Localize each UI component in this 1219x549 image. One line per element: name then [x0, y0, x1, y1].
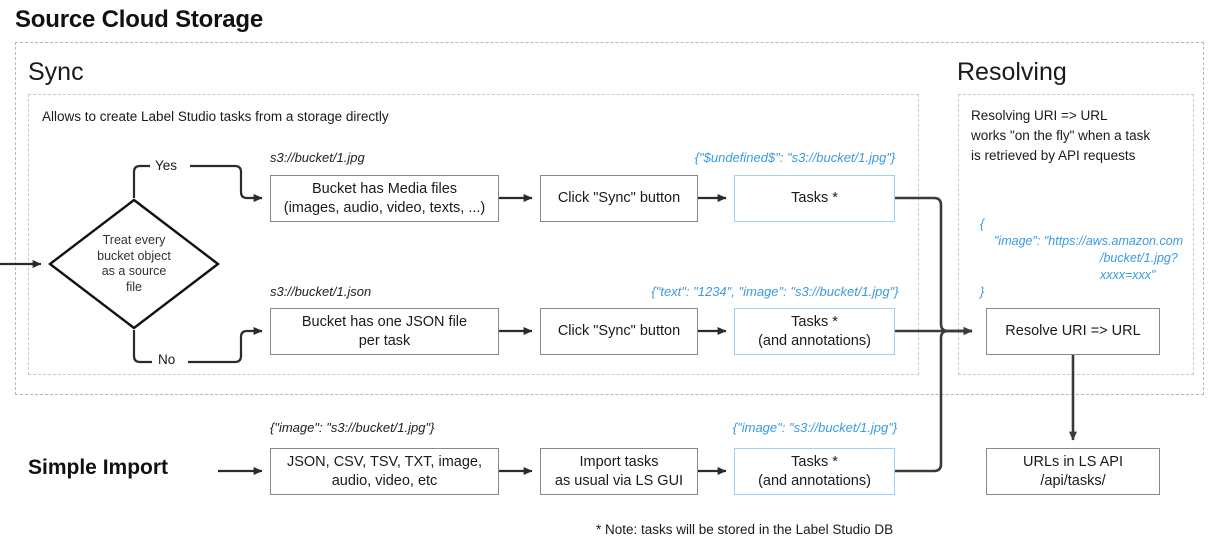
resolving-json-close: }: [980, 285, 985, 299]
node-click-sync-bottom[interactable]: Click "Sync" button: [540, 308, 698, 355]
node-tasks-bottom[interactable]: Tasks * (and annotations): [734, 448, 895, 495]
decision-line1: Treat every: [102, 233, 166, 247]
node-bucket-json-per-task-line2: per task: [358, 332, 411, 349]
node-import-tasks-line2: as usual via LS GUI: [554, 472, 684, 489]
caption-s3-json: s3://bucket/1.json: [270, 284, 372, 299]
node-bucket-media-files-line1: Bucket has Media files: [311, 180, 458, 197]
node-bucket-json-per-task-line1: Bucket has one JSON file: [301, 313, 468, 330]
node-import-formats[interactable]: JSON, CSV, TSV, TXT, image, audio, video…: [270, 448, 499, 495]
node-import-tasks-line1: Import tasks: [579, 453, 659, 470]
node-import-formats-line2: audio, video, etc: [331, 472, 438, 489]
caption-tasks-top-json: {"$undefined$": "s3://bucket/1.jpg"}: [694, 150, 896, 165]
decision-diamond-text: Treat every bucket object as a source fi…: [48, 198, 220, 330]
node-bucket-media-files-line2: (images, audio, video, texts, ...): [283, 199, 486, 216]
resolving-section-title: Resolving: [957, 58, 1067, 86]
node-bucket-json-per-task[interactable]: Bucket has one JSON file per task: [270, 308, 499, 355]
caption-tasks-middle-json: {"text": "1234", "image": "s3://bucket/1…: [651, 284, 899, 299]
resolving-description: Resolving URI => URL works "on the fly" …: [971, 106, 1191, 166]
node-import-tasks[interactable]: Import tasks as usual via LS GUI: [540, 448, 698, 495]
node-urls-in-ls-api-line1: URLs in LS API: [1023, 453, 1123, 470]
node-bucket-media-files[interactable]: Bucket has Media files (images, audio, v…: [270, 175, 499, 222]
decision-diamond: Treat every bucket object as a source fi…: [48, 198, 220, 330]
node-click-sync-top[interactable]: Click "Sync" button: [540, 175, 698, 222]
sync-description: Allows to create Label Studio tasks from…: [42, 109, 389, 124]
node-tasks-middle-line1: Tasks *: [791, 313, 838, 330]
branch-label-yes: Yes: [155, 158, 178, 173]
caption-tasks-bottom-json: {"image": "s3://bucket/1.jpg"}: [732, 420, 898, 435]
outer-dashed-container: [15, 42, 1204, 395]
resolving-json-line1: "image": "https://aws.amazon.com: [994, 234, 1184, 248]
node-urls-in-ls-api-line2: /api/tasks/: [1040, 472, 1106, 489]
resolving-json-open: {: [980, 217, 985, 231]
sync-section-title: Sync: [28, 58, 84, 86]
resolving-json-snippet: { "image": "https://aws.amazon.com /buck…: [980, 216, 1194, 301]
node-urls-in-ls-api[interactable]: URLs in LS API /api/tasks/: [986, 448, 1160, 495]
resolving-description-line2: works "on the fly" when a task: [971, 128, 1151, 143]
caption-import-json: {"image": "s3://bucket/1.jpg"}: [270, 420, 435, 435]
node-tasks-middle[interactable]: Tasks * (and annotations): [734, 308, 895, 355]
decision-line4: file: [126, 279, 142, 294]
resolving-description-line3: is retrieved by API requests: [971, 148, 1136, 163]
node-import-formats-line1: JSON, CSV, TSV, TXT, image,: [286, 453, 483, 470]
decision-line2: bucket object: [97, 248, 171, 263]
node-tasks-bottom-line1: Tasks *: [791, 453, 838, 470]
page-title: Source Cloud Storage: [15, 6, 264, 33]
footnote-note: * Note: tasks will be stored in the Labe…: [596, 522, 894, 537]
node-tasks-bottom-line2: (and annotations): [758, 472, 871, 489]
decision-line3: as a source: [101, 264, 167, 278]
diamond-shape-icon: [48, 198, 220, 330]
resolving-json-line2: /bucket/1.jpg?xxxx=xxx": [1100, 251, 1178, 282]
simple-import-title: Simple Import: [28, 456, 169, 479]
branch-label-no: No: [158, 352, 176, 367]
node-resolve-uri[interactable]: Resolve URI => URL: [986, 308, 1160, 355]
node-tasks-middle-line2: (and annotations): [758, 332, 871, 349]
caption-s3-jpg: s3://bucket/1.jpg: [270, 150, 365, 165]
node-tasks-top[interactable]: Tasks *: [734, 175, 895, 222]
resolving-description-line1: Resolving URI => URL: [971, 108, 1108, 123]
